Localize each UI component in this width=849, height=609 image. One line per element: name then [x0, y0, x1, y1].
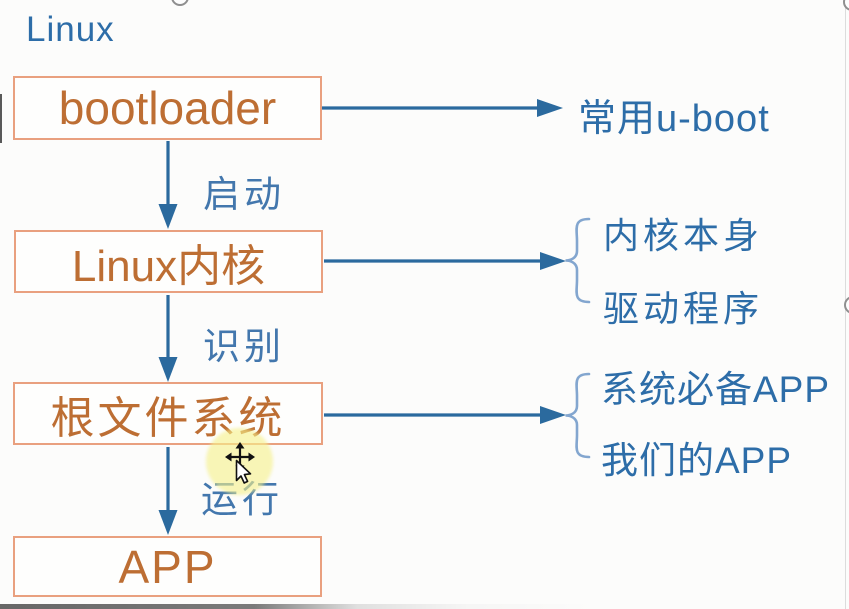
node-bootloader-label: bootloader	[58, 82, 277, 134]
node-linux-kernel: Linux内核	[14, 230, 323, 293]
node-linux-kernel-label: Linux内核	[71, 241, 266, 291]
node-app-label: APP	[118, 540, 217, 593]
bottom-edge-artifact	[0, 604, 849, 609]
annotation-kernel-itself: 内核本身	[603, 215, 764, 256]
page-title: Linux	[26, 10, 115, 49]
arrow-rootfs-to-brace	[324, 406, 566, 424]
node-app: APP	[13, 536, 322, 597]
left-edge-artifact	[0, 94, 2, 143]
annotation-our-apps: 我们的APP	[601, 440, 793, 481]
pointer-arrow-icon	[235, 459, 252, 484]
mouse-cursor-icon	[225, 442, 255, 484]
annotation-system-apps: 系统必备APP	[601, 369, 831, 410]
brace-kernel-annotations	[565, 217, 591, 304]
arrow-kernel-to-rootfs	[158, 295, 178, 382]
arrow-kernel-to-brace	[324, 252, 566, 270]
selection-handle-topright-icon	[843, 0, 849, 11]
brace-rootfs-annotations	[565, 372, 591, 459]
arrow-rootfs-to-app	[158, 447, 178, 535]
arrow-bootloader-to-kernel	[158, 141, 178, 229]
selection-handle-top-icon	[171, 0, 189, 6]
arrow-bootloader-to-uboot	[322, 99, 563, 117]
annotation-drivers: 驱动程序	[603, 288, 764, 329]
annotation-uboot: 常用u-boot	[578, 98, 770, 140]
selection-handle-right-icon	[844, 296, 849, 314]
edge-label-identify: 识别	[203, 326, 285, 367]
edge-label-boot: 启动	[203, 174, 285, 215]
node-root-filesystem: 根文件系统	[13, 382, 323, 445]
node-bootloader: bootloader	[13, 76, 322, 140]
